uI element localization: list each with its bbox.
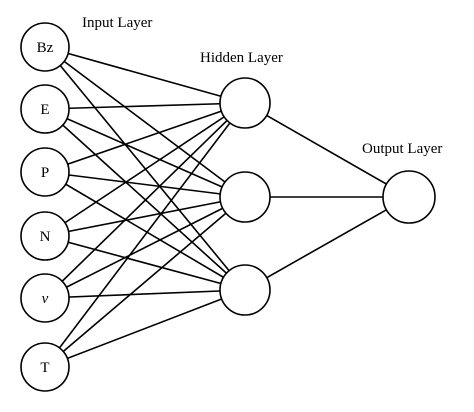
input-node-2-label: P — [41, 165, 49, 181]
output-layer-title: Output Layer — [362, 141, 442, 157]
edge-input-1-hidden-1 — [44, 108, 246, 198]
edge-hidden-2-output-0 — [244, 196, 410, 291]
edge-input-2-hidden-0 — [44, 102, 246, 173]
edge-input-0-hidden-2 — [44, 46, 246, 291]
input-node-5-label: T — [40, 360, 49, 376]
edge-input-2-hidden-1 — [44, 171, 246, 198]
hidden-node-1 — [219, 171, 271, 223]
hidden-layer-title: Hidden Layer — [200, 50, 283, 66]
edge-input-3-hidden-1 — [44, 196, 246, 237]
nodes: BzE P NνT — [20, 22, 436, 392]
connections — [44, 46, 410, 368]
edge-input-0-hidden-0 — [44, 46, 246, 104]
input-node-1-circle — [20, 84, 70, 134]
edge-input-5-hidden-1 — [44, 196, 246, 368]
input-node-1-label: E — [40, 102, 49, 118]
input-node-3-circle — [20, 211, 70, 261]
input-node-5-circle — [20, 342, 70, 392]
output-node-0 — [382, 170, 436, 224]
edge-input-0-hidden-1 — [44, 46, 246, 198]
edge-input-1-hidden-0 — [44, 102, 246, 110]
edge-input-3-hidden-0 — [44, 102, 246, 237]
input-node-3-label: N — [40, 229, 51, 245]
edge-input-5-hidden-2 — [44, 289, 246, 368]
edge-input-4-hidden-1 — [44, 196, 246, 299]
output-node-0-circle — [382, 170, 436, 224]
input-node-1: E — [20, 84, 70, 134]
input-node-0-label: Bz — [37, 40, 54, 56]
input-layer-title: Input Layer — [82, 15, 152, 31]
input-node-4-circle — [20, 273, 70, 323]
edge-input-4-hidden-2 — [44, 289, 246, 299]
input-node-3: N — [20, 211, 70, 261]
input-node-0: Bz — [20, 22, 70, 72]
edge-hidden-0-output-0 — [244, 102, 410, 198]
hidden-node-2 — [219, 264, 271, 316]
edge-input-3-hidden-2 — [44, 235, 246, 291]
input-node-5: T — [20, 342, 70, 392]
hidden-node-1-circle — [219, 171, 271, 223]
input-node-0-circle — [20, 22, 70, 72]
edge-input-5-hidden-0 — [44, 102, 246, 368]
input-node-4: ν — [20, 273, 70, 323]
hidden-node-2-circle — [219, 264, 271, 316]
edge-input-4-hidden-0 — [44, 102, 246, 299]
edge-input-2-hidden-2 — [44, 171, 246, 291]
hidden-node-0-circle — [219, 77, 271, 129]
hidden-node-0 — [219, 77, 271, 129]
input-node-2-circle — [20, 147, 70, 197]
input-node-2: P — [20, 147, 70, 197]
input-node-4-label: ν — [42, 291, 49, 307]
